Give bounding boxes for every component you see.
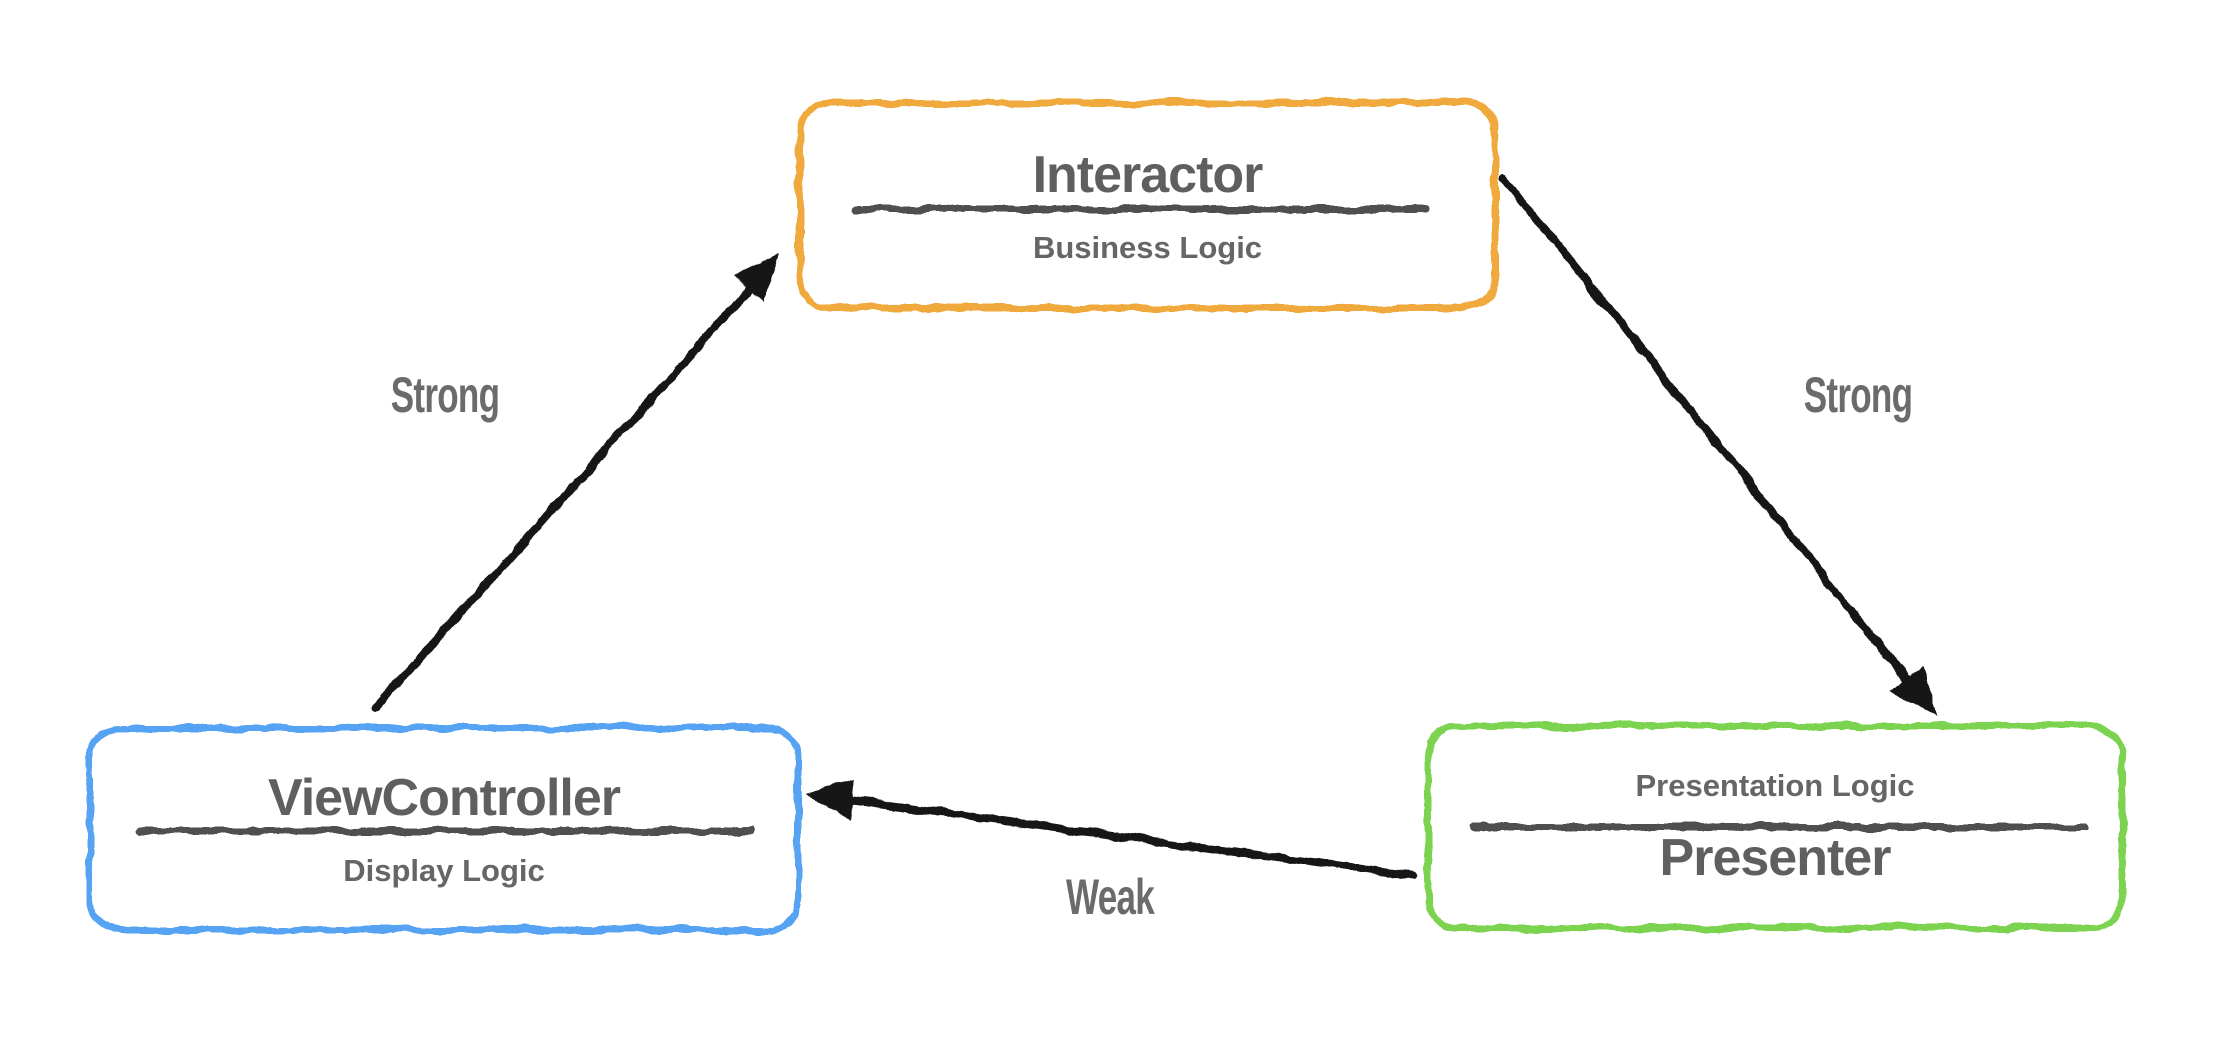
arrow-interactor-to-presenter [1499, 173, 1937, 717]
edge-label-weak: Weak [1065, 869, 1155, 925]
arrow-shaft [371, 282, 756, 712]
edge-label-strong-right: Strong [1803, 367, 1913, 423]
node-title: Presenter [1659, 829, 1892, 887]
edge-label-strong-left: Strong [390, 367, 500, 423]
interactor-box-border [796, 99, 1499, 312]
arrowhead-left-icon [805, 780, 855, 819]
node-subtitle: Display Logic [343, 853, 545, 888]
arrowhead-up-icon [733, 253, 780, 302]
node-interactor: Interactor Business Logic [800, 103, 1495, 308]
viewcontroller-box-border [86, 724, 802, 934]
arrow-presenter-to-viewcontroller [805, 780, 1417, 880]
arrowhead-down-icon [1891, 667, 1937, 717]
arrow-shaft [1499, 173, 1915, 689]
node-subtitle: Presentation Logic [1635, 768, 1915, 803]
presenter-box-border [1424, 722, 2126, 932]
arrow-viewcontroller-to-interactor [371, 253, 780, 712]
node-title: ViewController [267, 769, 621, 827]
node-subtitle: Business Logic [1032, 229, 1263, 265]
node-presenter: Presentation Logic Presenter [1428, 726, 2122, 928]
node-viewcontroller: ViewController Display Logic [90, 728, 798, 930]
arrow-shaft [845, 796, 1417, 880]
node-title: Interactor [1032, 145, 1264, 204]
